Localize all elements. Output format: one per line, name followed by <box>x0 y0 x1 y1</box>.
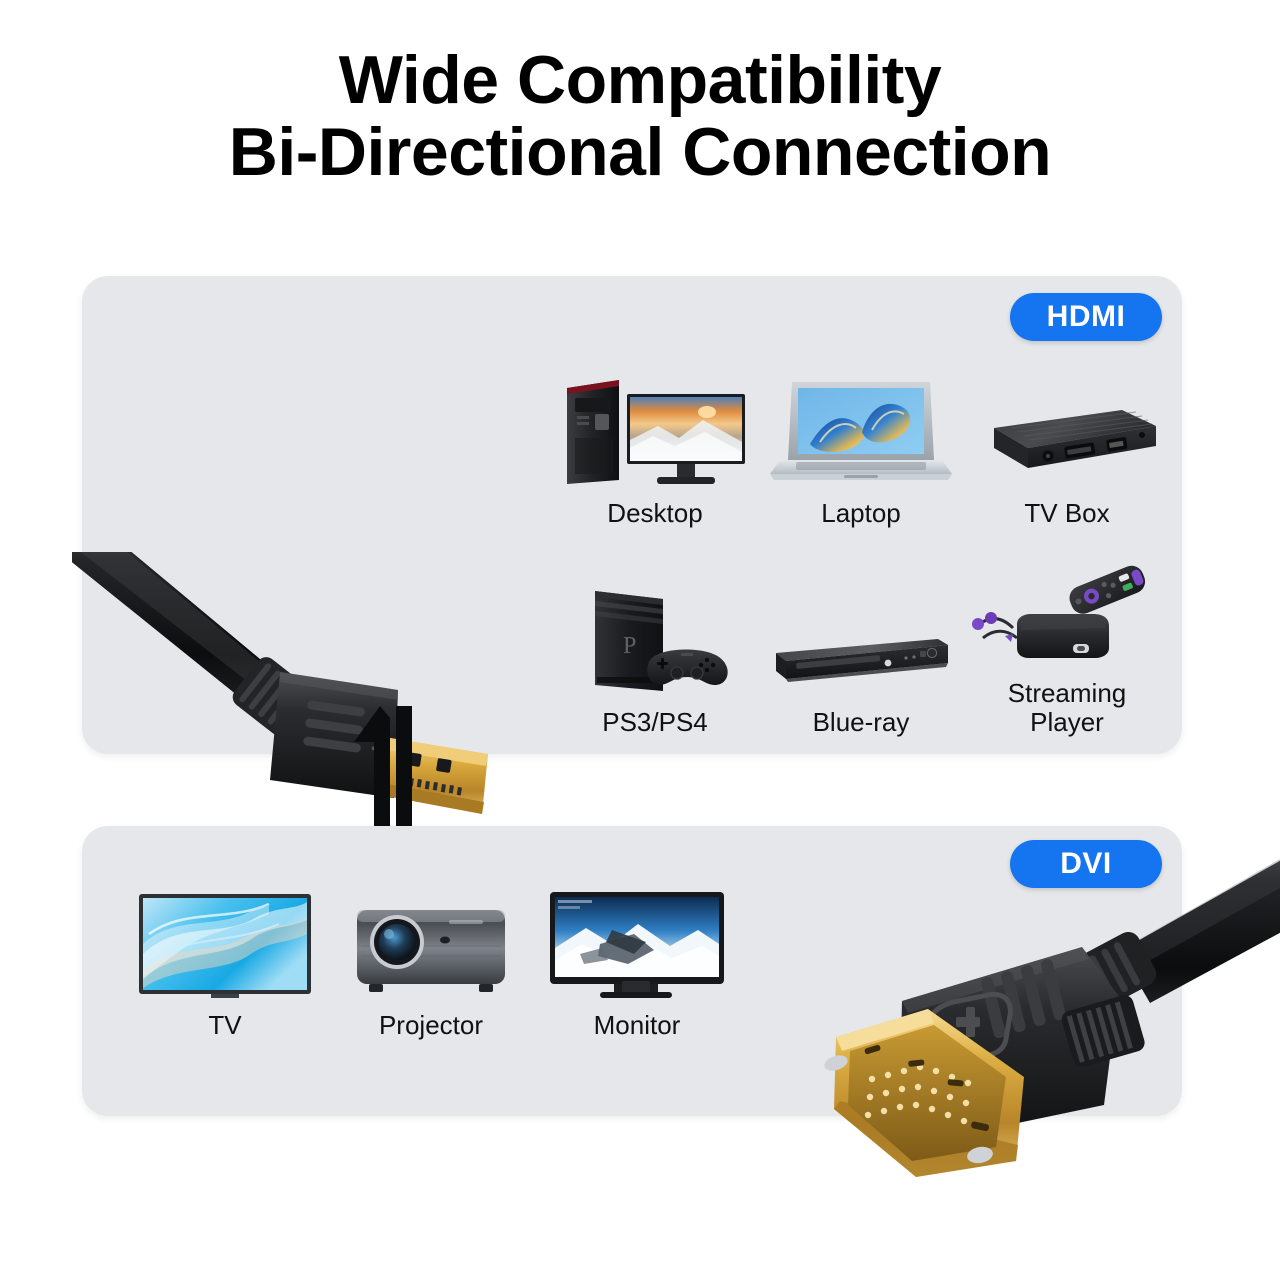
device-desktop: Desktop <box>552 372 758 528</box>
device-streaming-player: Streaming Player <box>964 552 1170 737</box>
device-projector: Projector <box>328 884 534 1040</box>
computer-monitor-icon <box>534 884 740 1002</box>
hdmi-compatibility-panel: HDMI <box>32 276 1182 814</box>
dvi-device-row-1: TV <box>122 884 742 1040</box>
device-label: TV <box>208 1010 242 1040</box>
tv-box-icon <box>964 372 1170 490</box>
device-tv-box: TV Box <box>964 372 1170 528</box>
title-line-1: Wide Compatibility <box>338 42 942 118</box>
device-label: TV Box <box>1024 498 1110 528</box>
device-laptop: Laptop <box>758 372 964 528</box>
projector-icon <box>328 884 534 1002</box>
title-line-2: Bi-Directional Connection <box>228 114 1052 191</box>
television-icon <box>122 884 328 1002</box>
hdmi-device-row-1: Desktop <box>552 372 1172 528</box>
laptop-icon <box>758 372 964 490</box>
device-label: Desktop <box>607 498 703 528</box>
svg-text:P: P <box>623 633 636 659</box>
dvi-compatibility-panel: DVI <box>82 826 1182 1116</box>
device-label: Monitor <box>593 1010 681 1040</box>
desktop-computer-icon <box>552 372 758 490</box>
hdmi-device-row-2: P PS3/PS4 <box>552 552 1172 737</box>
page-title: Wide Compatibility Bi-Directional Connec… <box>0 44 1280 188</box>
device-label: Blue-ray <box>812 707 910 738</box>
device-label: PS3/PS4 <box>602 707 708 738</box>
bluray-player-icon <box>758 581 964 699</box>
device-label: Laptop <box>821 498 901 528</box>
streaming-player-icon <box>964 552 1170 670</box>
hdmi-badge: HDMI <box>1010 293 1162 341</box>
device-tv: TV <box>122 884 328 1040</box>
device-label: Streaming Player <box>1007 678 1127 738</box>
device-game-console: P PS3/PS4 <box>552 552 758 737</box>
device-bluray-player: Blue-ray <box>758 552 964 737</box>
device-label: Projector <box>378 1010 484 1040</box>
device-monitor: Monitor <box>534 884 740 1040</box>
game-console-icon: P <box>552 581 758 699</box>
dvi-badge: DVI <box>1010 840 1162 888</box>
